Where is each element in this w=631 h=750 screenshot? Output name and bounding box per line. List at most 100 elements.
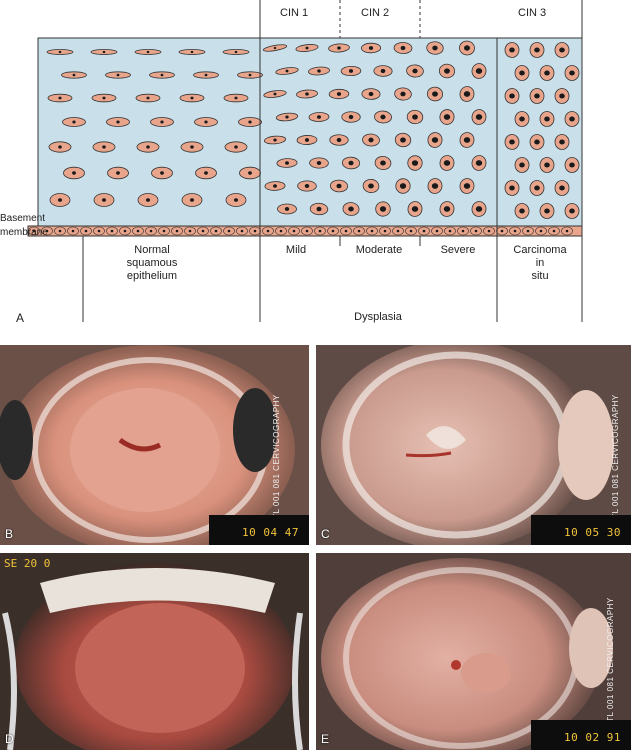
basal-nucleus — [344, 229, 348, 233]
epithelial-cell — [459, 86, 475, 102]
header-cin3: CIN 3 — [518, 7, 546, 19]
epithelial-cell — [151, 166, 173, 180]
epithelial-cell — [296, 89, 318, 99]
epithelial-cell — [90, 49, 118, 55]
epithelial-cell — [539, 203, 555, 219]
basal-nucleus — [539, 229, 543, 233]
photo-e: NTL 001 081 CERVICOGRAPHY 10 02 91 E — [316, 553, 631, 750]
photo-e-timestamp: 10 02 91 — [564, 731, 621, 744]
stage-severe: Severe — [441, 244, 476, 256]
epithelial-cell — [539, 157, 555, 173]
epithelial-cell — [539, 65, 555, 81]
photo-b-timestamp: 10 04 47 — [242, 526, 299, 539]
epithelial-cell — [564, 203, 580, 219]
basal-nucleus — [292, 229, 296, 233]
photo-c-stamp-box: 10 05 30 — [531, 515, 631, 545]
epithelial-cell — [504, 42, 520, 58]
epithelial-cell — [504, 88, 520, 104]
epithelial-cell — [107, 166, 129, 180]
epithelial-cell — [340, 65, 362, 77]
epithelial-cell — [308, 112, 330, 122]
basal-nucleus — [370, 229, 374, 233]
epithelial-cell — [341, 111, 361, 123]
stage-moderate: Moderate — [356, 244, 402, 256]
stage-cis-1: Carcinoma — [513, 244, 567, 256]
epithelial-cell — [275, 112, 299, 122]
epithelial-cell — [194, 117, 218, 127]
basement-label-2: membrane — [0, 227, 48, 238]
epithelial-cell — [439, 201, 455, 217]
photo-b-label: B — [5, 527, 14, 541]
photo-d-image — [0, 553, 309, 750]
epithelial-cell — [554, 42, 570, 58]
photo-b-side-text: NTL 001 081 CERVICOGRAPHY — [272, 394, 281, 525]
basal-nucleus — [123, 229, 127, 233]
stage-cis-2: in — [536, 257, 545, 269]
photo-d-label: D — [5, 732, 14, 746]
header-cin1: CIN 1 — [280, 7, 308, 19]
epithelial-cell — [49, 193, 71, 207]
basal-nucleus — [201, 229, 205, 233]
basal-nucleus — [266, 229, 270, 233]
epithelial-cell — [529, 88, 545, 104]
epithelial-cell — [136, 141, 160, 153]
basal-nucleus — [253, 229, 257, 233]
photo-e-image — [316, 553, 631, 750]
basal-nucleus — [513, 229, 517, 233]
epithelial-cell — [439, 109, 455, 125]
epithelial-cell — [514, 157, 530, 173]
basal-nucleus — [84, 229, 88, 233]
basal-nucleus — [97, 229, 101, 233]
epithelial-cell — [394, 132, 412, 148]
photo-c-label: C — [321, 527, 330, 541]
epithelial-cell — [554, 134, 570, 150]
epithelial-cell — [46, 49, 74, 55]
epithelial-cell — [407, 155, 423, 171]
epithelial-cell — [264, 181, 286, 191]
epithelial-cell — [459, 132, 475, 148]
basal-nucleus — [448, 229, 452, 233]
photo-b-stamp-box: 10 04 47 — [209, 515, 309, 545]
epithelial-cell — [92, 141, 116, 153]
basal-nucleus — [357, 229, 361, 233]
stage-normal-2: squamous — [127, 257, 178, 269]
epithelial-cell — [529, 134, 545, 150]
epithelial-cell — [471, 155, 487, 171]
epithelial-cell — [504, 134, 520, 150]
photo-c-image — [316, 345, 631, 545]
epithelial-cell — [134, 49, 162, 55]
epithelial-cell — [309, 157, 329, 169]
epithelial-cell — [137, 193, 159, 207]
epithelial-cell — [504, 180, 520, 196]
basal-nucleus — [71, 229, 75, 233]
epithelial-cell — [529, 42, 545, 58]
basal-nucleus — [422, 229, 426, 233]
basal-nucleus — [279, 229, 283, 233]
epithelial-cell — [374, 156, 392, 170]
epithelial-cell — [427, 132, 443, 148]
stage-normal-3: epithelium — [127, 270, 177, 282]
epithelial-cell — [362, 178, 380, 194]
basal-nucleus — [552, 229, 556, 233]
epithelial-cell — [193, 71, 219, 79]
epithelial-cell — [62, 117, 86, 127]
epithelial-cell — [275, 67, 299, 75]
epithelial-cell — [225, 193, 247, 207]
basal-nucleus — [188, 229, 192, 233]
photo-b: NTL 001 081 CERVICOGRAPHY 10 04 47 B — [0, 345, 309, 545]
dysplasia-diagram: CIN 1 CIN 2 CIN 3 Basement membrane Norm… — [0, 0, 583, 325]
epithelial-cell — [277, 203, 297, 215]
basal-nucleus — [162, 229, 166, 233]
epithelial-cell — [308, 66, 330, 76]
epithelial-cell — [178, 49, 206, 55]
epithelial-cell — [237, 71, 263, 79]
epithelial-cell — [514, 111, 530, 127]
basal-nucleus — [45, 229, 49, 233]
basal-nucleus — [149, 229, 153, 233]
basal-nucleus — [318, 229, 322, 233]
epithelial-cell — [438, 63, 456, 79]
dysplasia-label: Dysplasia — [354, 311, 403, 323]
epithelial-cell — [459, 40, 475, 56]
cell-layer — [46, 40, 580, 219]
epithelial-cell — [297, 180, 317, 192]
